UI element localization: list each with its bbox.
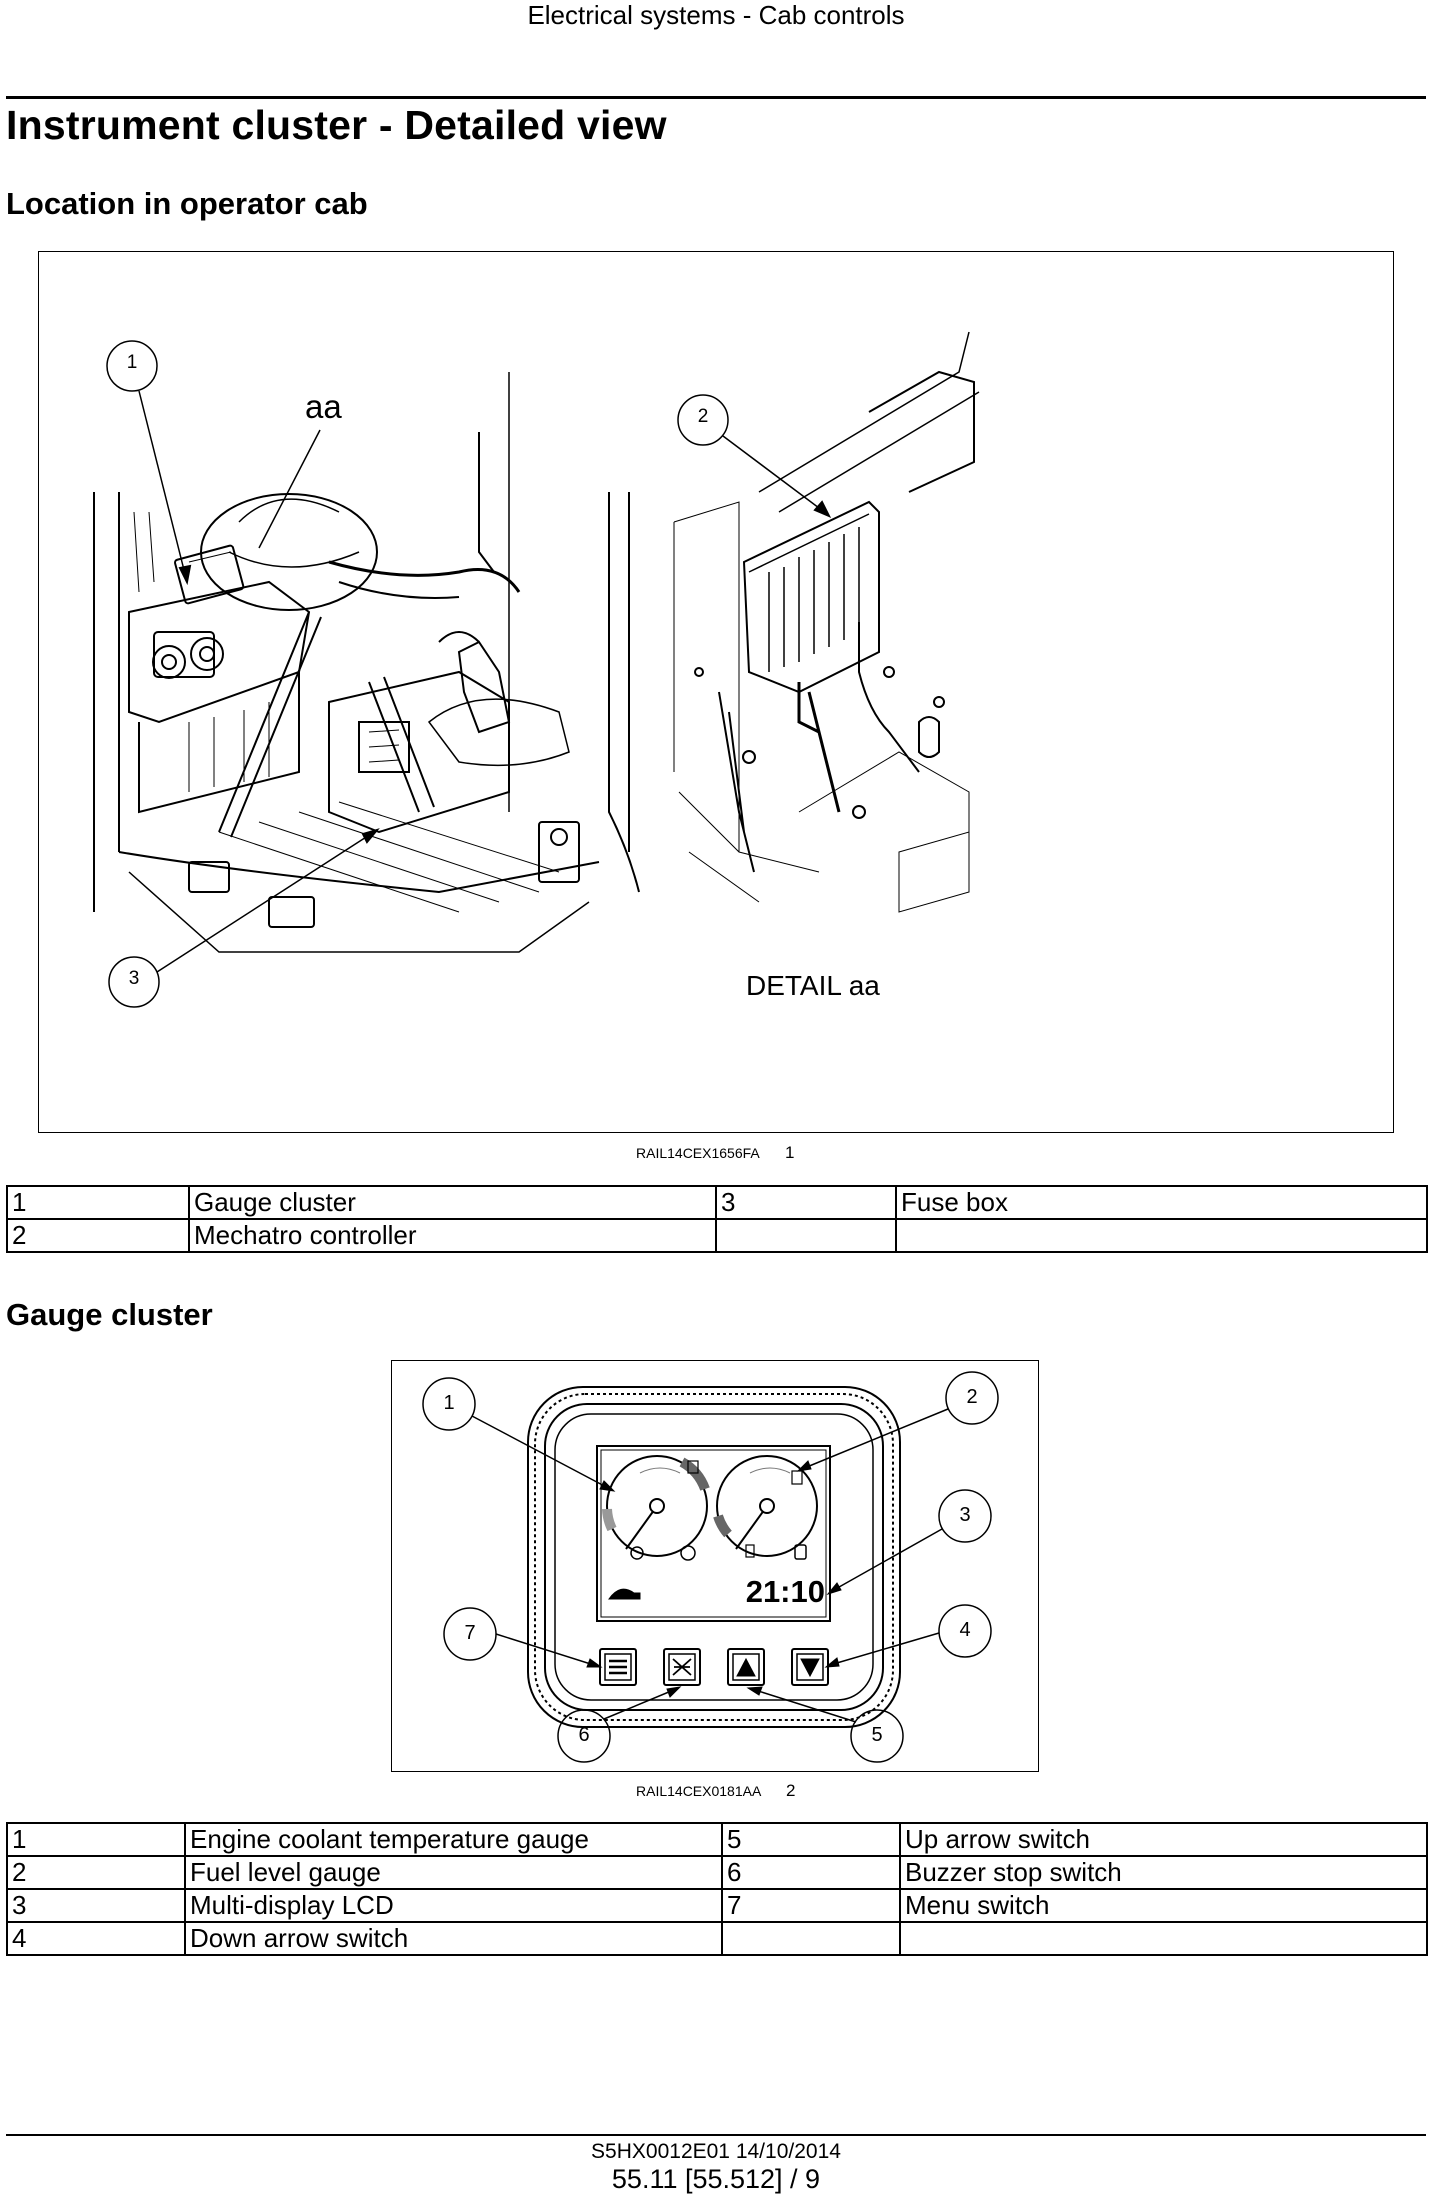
figure1-ref-code: RAIL14CEX1656FA [636, 1145, 760, 1161]
legend-num: 1 [6, 1822, 186, 1857]
figure2-ref-code: RAIL14CEX0181AA [636, 1783, 762, 1799]
legend-num [721, 1921, 901, 1956]
lcd-clock: 21:10 [745, 1574, 825, 1609]
legend-label: Buzzer stop switch [899, 1855, 1428, 1890]
table-row: 2 Mechatro controller [6, 1218, 1428, 1253]
footer-page-reference: 55.11 [55.512] / 9 [611, 2164, 821, 2194]
figure-cab-location: 1 2 3 aa DETAIL aa [38, 251, 1394, 1133]
legend-label: Multi-display LCD [184, 1888, 723, 1923]
legend-num: 3 [715, 1185, 897, 1220]
table-row: 2 Fuel level gauge 6 Buzzer stop switch [6, 1855, 1428, 1890]
legend-num: 4 [6, 1921, 186, 1956]
callout-7: 7 [464, 1622, 476, 1644]
legend-label: Fuel level gauge [184, 1855, 723, 1890]
callout-2: 2 [966, 1386, 978, 1408]
figure1-number: 1 [785, 1143, 795, 1162]
callout-5: 5 [871, 1724, 883, 1746]
legend-label: Menu switch [899, 1888, 1428, 1923]
legend-label [895, 1218, 1428, 1253]
gauge-cluster-illustration [422, 1371, 999, 1763]
page-title: Instrument cluster - Detailed view [6, 102, 667, 148]
legend-label: Engine coolant temperature gauge [184, 1822, 723, 1857]
legend-num: 3 [6, 1888, 186, 1923]
footer-rule [6, 2134, 1426, 2136]
header-rule [6, 96, 1426, 99]
legend-table-gauge-cluster: 1 Engine coolant temperature gauge 5 Up … [6, 1822, 1428, 1956]
callout-4: 4 [959, 1619, 971, 1641]
table-row: 1 Gauge cluster 3 Fuse box [6, 1185, 1428, 1220]
callout-3: 3 [959, 1504, 971, 1526]
callout-3: 3 [128, 968, 140, 989]
figure2-number: 2 [786, 1781, 796, 1800]
table-row: 4 Down arrow switch [6, 1921, 1428, 1956]
legend-label: Up arrow switch [899, 1822, 1428, 1857]
legend-num: 5 [721, 1822, 901, 1857]
footer-doc-reference: S5HX0012E01 14/10/2014 [591, 2140, 841, 2163]
legend-label: Down arrow switch [184, 1921, 723, 1956]
legend-num: 6 [721, 1855, 901, 1890]
legend-label [899, 1921, 1428, 1956]
legend-label: Fuse box [895, 1185, 1428, 1220]
figure-gauge-cluster: 21:10 1 2 3 4 5 6 7 [391, 1360, 1039, 1772]
label-aa: aa [305, 388, 342, 425]
legend-num: 2 [6, 1218, 190, 1253]
legend-num: 7 [721, 1888, 901, 1923]
callout-1: 1 [126, 352, 138, 373]
legend-label: Mechatro controller [188, 1218, 717, 1253]
legend-num: 1 [6, 1185, 190, 1220]
legend-table-location: 1 Gauge cluster 3 Fuse box 2 Mechatro co… [6, 1185, 1428, 1253]
running-header: Electrical systems - Cab controls [527, 0, 905, 30]
callout-6: 6 [578, 1724, 590, 1746]
section-heading-location: Location in operator cab [6, 186, 368, 221]
callout-2: 2 [697, 406, 709, 427]
legend-label: Gauge cluster [188, 1185, 717, 1220]
legend-num: 2 [6, 1855, 186, 1890]
cab-illustration [93, 331, 980, 1008]
legend-num [715, 1218, 897, 1253]
section-heading-gauge-cluster: Gauge cluster [6, 1297, 213, 1332]
table-row: 1 Engine coolant temperature gauge 5 Up … [6, 1822, 1428, 1857]
callout-1: 1 [443, 1392, 455, 1414]
label-detail-aa: DETAIL aa [746, 970, 880, 1001]
table-row: 3 Multi-display LCD 7 Menu switch [6, 1888, 1428, 1923]
